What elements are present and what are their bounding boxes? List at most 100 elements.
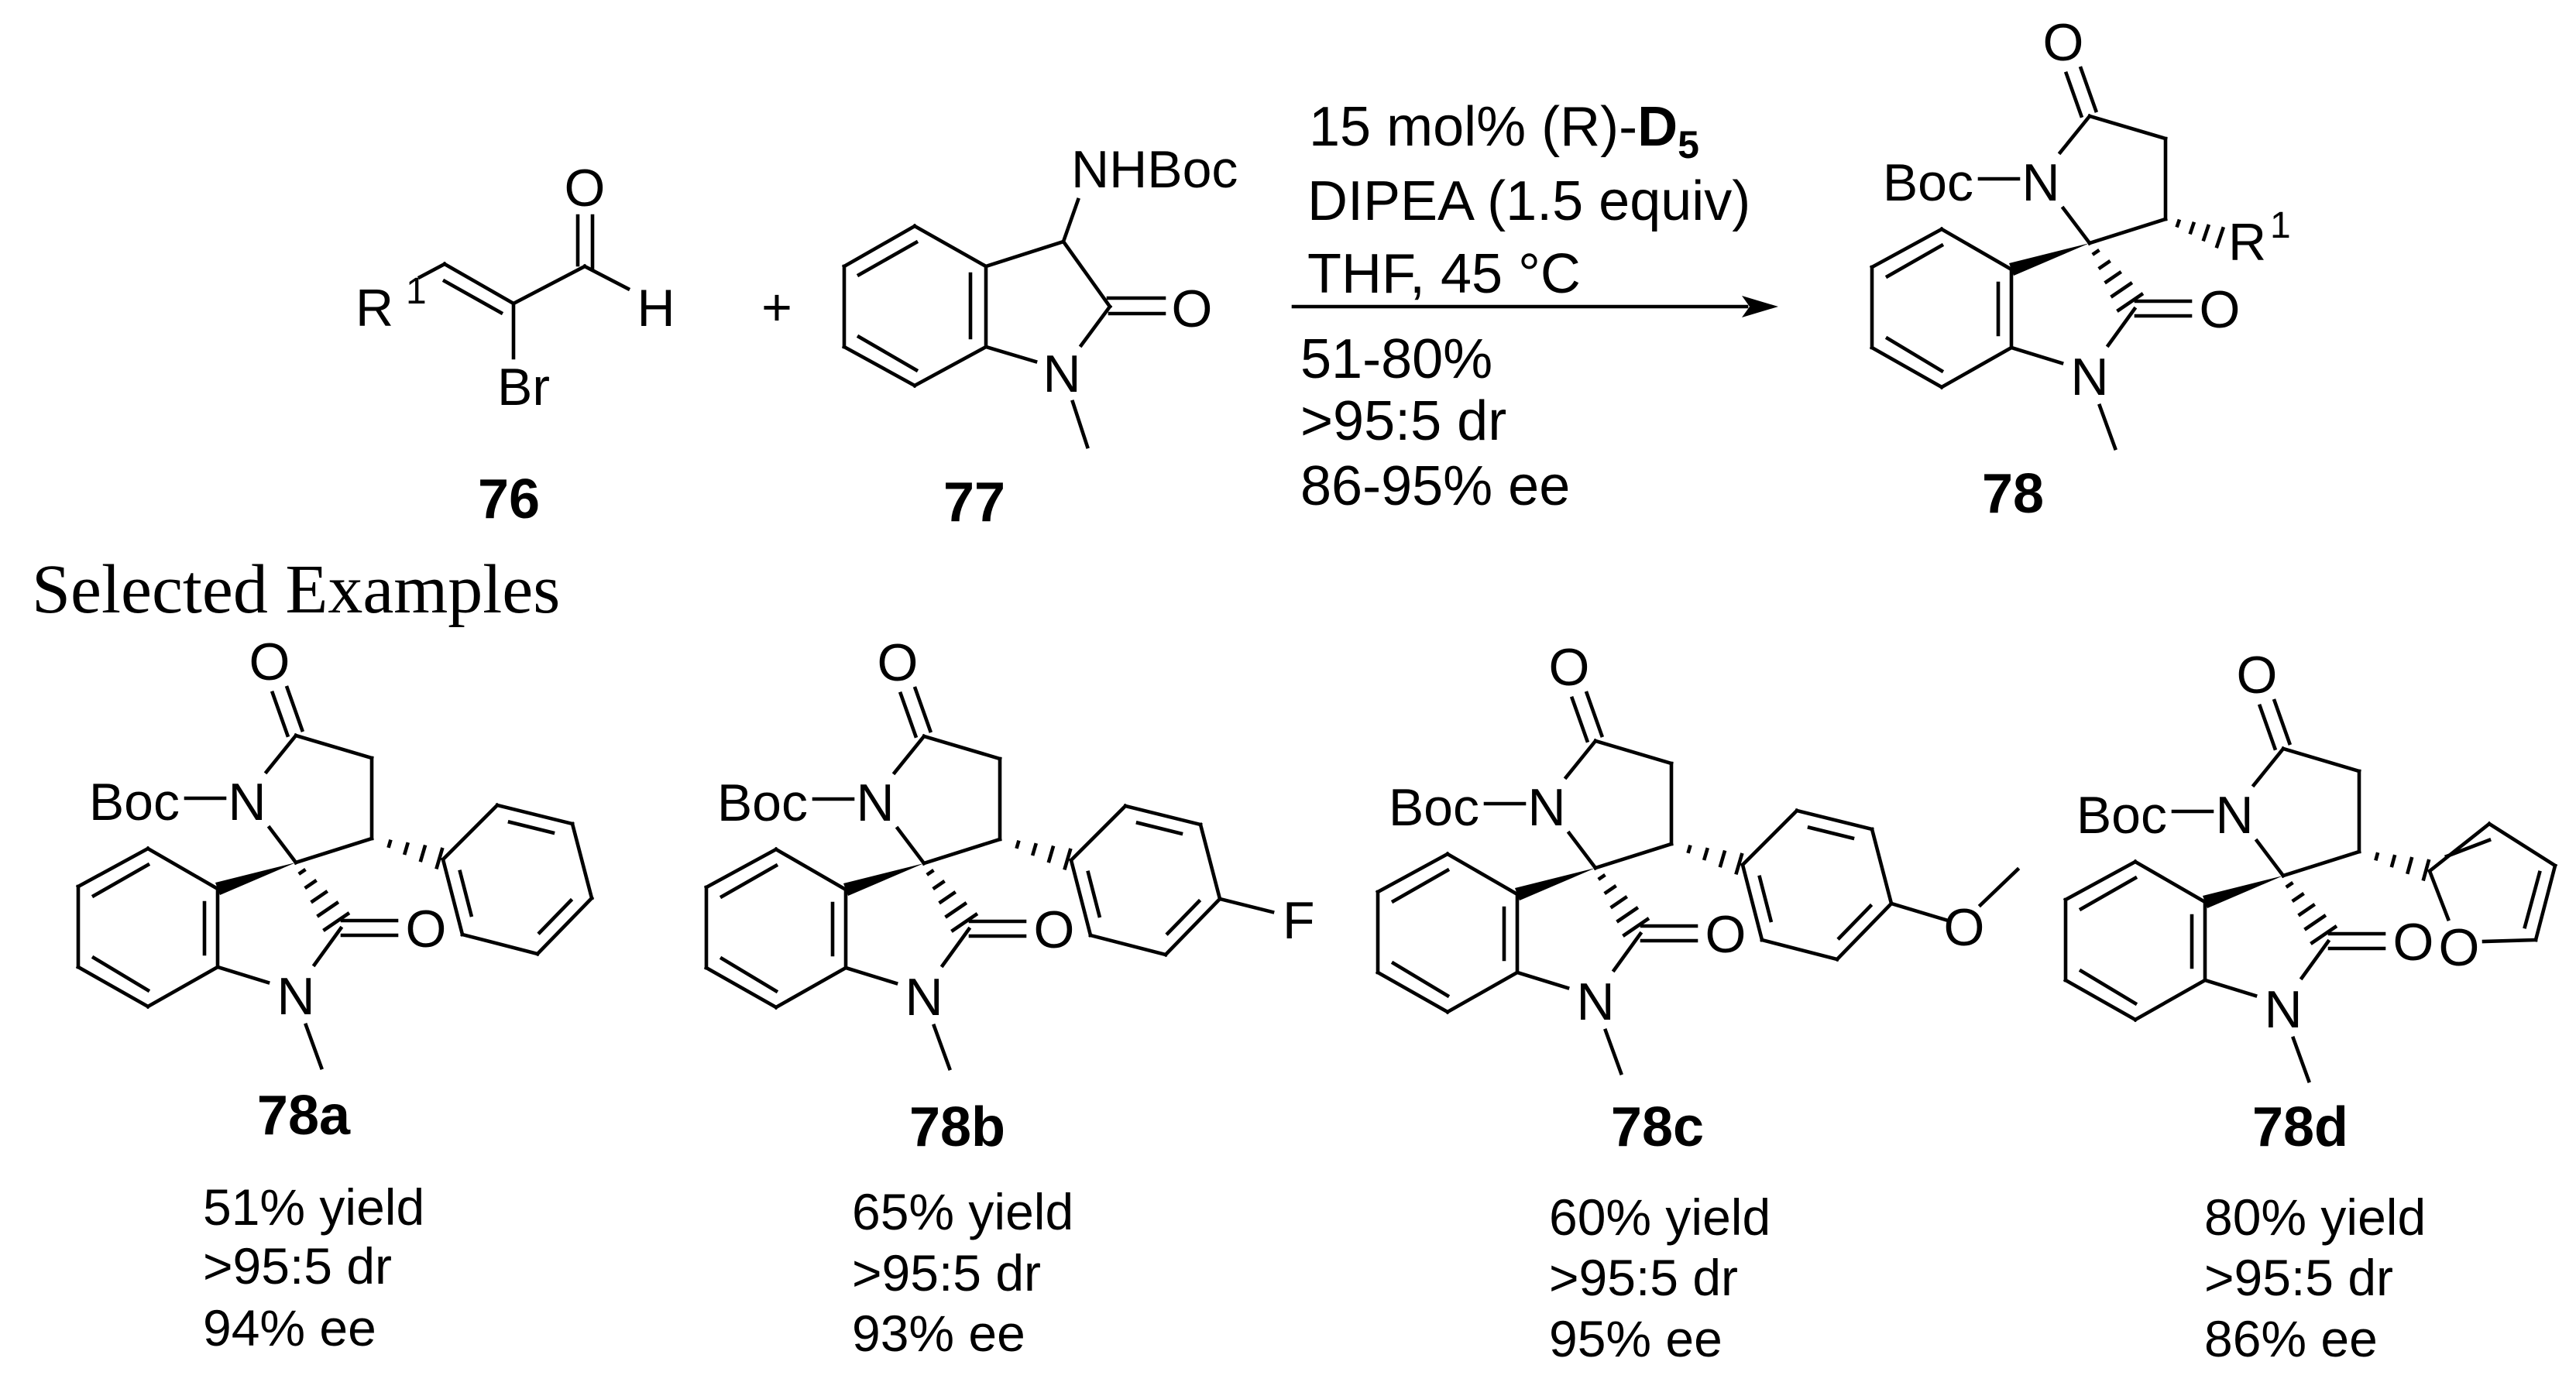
- benzene-inner-double-bond: [719, 955, 779, 994]
- bond: [984, 345, 1038, 364]
- aryl-ring-bond: [1069, 858, 1093, 938]
- dr-text: >95:5 dr: [2204, 1249, 2393, 1306]
- aryl-ring-bond: [495, 803, 575, 826]
- benzene-inner-double-bond: [2078, 968, 2138, 1007]
- aryl-ring-bond: [441, 857, 465, 937]
- aryl-ring-bond: [1834, 900, 1894, 962]
- carbonyl-double-bond: [2078, 66, 2099, 113]
- furan-inner-double-bond: [2523, 870, 2542, 929]
- bond-n-spiro: [895, 825, 927, 866]
- r1-label: R: [2228, 213, 2266, 272]
- bond-n-spiro: [2060, 205, 2093, 246]
- bond: [984, 239, 1066, 269]
- oxygen-label: O: [1549, 638, 1590, 697]
- compound-number: 76: [478, 468, 540, 530]
- bond: [922, 837, 1002, 866]
- hashed-bond: [926, 869, 935, 876]
- arrow-head: [1742, 296, 1778, 317]
- compound-number: 78: [1982, 463, 2044, 525]
- hashed-bond: [1609, 895, 1629, 910]
- hashed-bond: [1622, 917, 1650, 938]
- condition-ee-range: 86-95% ee: [1300, 455, 1570, 517]
- oxygen-label: O: [878, 633, 919, 692]
- n-methyl-bond: [932, 1024, 952, 1071]
- hashed-bond: [418, 844, 428, 863]
- dr-text: >95:5 dr: [852, 1244, 1041, 1302]
- hashed-bond: [2389, 854, 2397, 868]
- hashed-bond: [297, 868, 307, 876]
- bond: [2087, 217, 2168, 245]
- carbonyl-double-bond: [2272, 698, 2293, 746]
- aryl-ring-inner-double-bond: [1836, 903, 1874, 941]
- condition-yield-range: 51-80%: [1300, 328, 1492, 390]
- carbonyl-double-bond: [270, 690, 290, 738]
- hashed-bond: [2175, 218, 2182, 228]
- oxygen-label: O: [1172, 280, 1213, 338]
- oxygen-label: O: [1034, 900, 1075, 959]
- ee-text: 95% ee: [1549, 1310, 1722, 1367]
- benzene-bond: [1444, 969, 1520, 1015]
- benzene-bond: [2063, 977, 2138, 1023]
- aryl-ring-bond: [1068, 803, 1128, 863]
- nitrogen-label: N: [1527, 778, 1565, 837]
- inner-double-bond: [441, 278, 504, 316]
- hashed-bond: [2406, 856, 2414, 875]
- benzene-bond: [773, 846, 849, 893]
- aryl-ring-inner-double-bond: [458, 869, 474, 917]
- bond: [417, 261, 448, 280]
- hashed-bond: [2214, 226, 2226, 249]
- hashed-bond: [402, 842, 410, 856]
- hashed-bond: [2116, 292, 2145, 313]
- furan-oxygen-label: O: [2439, 918, 2480, 977]
- bond-n-c5: [263, 732, 299, 775]
- hashed-bond: [316, 900, 340, 918]
- c-f-bond: [1218, 897, 1275, 914]
- nitrogen-label: N: [1576, 972, 1614, 1031]
- aryl-ring-bond: [570, 821, 594, 900]
- benzene-bond: [145, 964, 221, 1010]
- nitrogen-label: N: [2070, 348, 2108, 406]
- bond-n-c5: [1563, 738, 1599, 780]
- hashed-bond: [1597, 873, 1606, 881]
- aryl-ring-bond: [1740, 863, 1764, 942]
- benzene-bond: [1869, 345, 1945, 390]
- benzene-bond: [1939, 345, 2014, 390]
- benzene-inner-double-bond: [1390, 960, 1451, 999]
- hashed-bond: [322, 911, 351, 932]
- bond: [294, 836, 374, 865]
- bond: [311, 925, 344, 968]
- aryl-ring-inner-double-bond: [1807, 825, 1855, 841]
- hashed-bond: [1616, 906, 1640, 924]
- bond: [1061, 197, 1080, 244]
- hashed-bond: [2285, 881, 2294, 889]
- bond: [215, 965, 270, 985]
- bond: [582, 263, 631, 292]
- hashed-bond: [1603, 884, 1617, 896]
- benzene-inner-double-bond: [1884, 335, 1945, 374]
- bond: [294, 733, 374, 760]
- hashed-bond: [2374, 852, 2380, 861]
- hashed-bond: [2091, 249, 2100, 256]
- benzene-bond: [75, 964, 151, 1010]
- oxygen-label: O: [2043, 13, 2084, 72]
- oxygen-label: O: [406, 900, 447, 959]
- wedge-bond: [1515, 868, 1595, 900]
- benzene-bond: [912, 344, 989, 389]
- hashed-bond: [2097, 259, 2111, 271]
- benzene-bond: [841, 344, 918, 389]
- benzene-bond: [703, 846, 779, 890]
- boc-label: Boc: [717, 773, 808, 832]
- bond-n-spiro: [266, 825, 299, 866]
- furan-bond: [2427, 821, 2492, 874]
- nitrogen-label: N: [905, 968, 943, 1027]
- bromine-label: Br: [497, 358, 550, 417]
- nitrogen-label: N: [2264, 980, 2302, 1039]
- bond-n-c5: [2057, 113, 2093, 156]
- hashed-bond: [2188, 221, 2196, 235]
- nitrogen-label: N: [856, 773, 894, 832]
